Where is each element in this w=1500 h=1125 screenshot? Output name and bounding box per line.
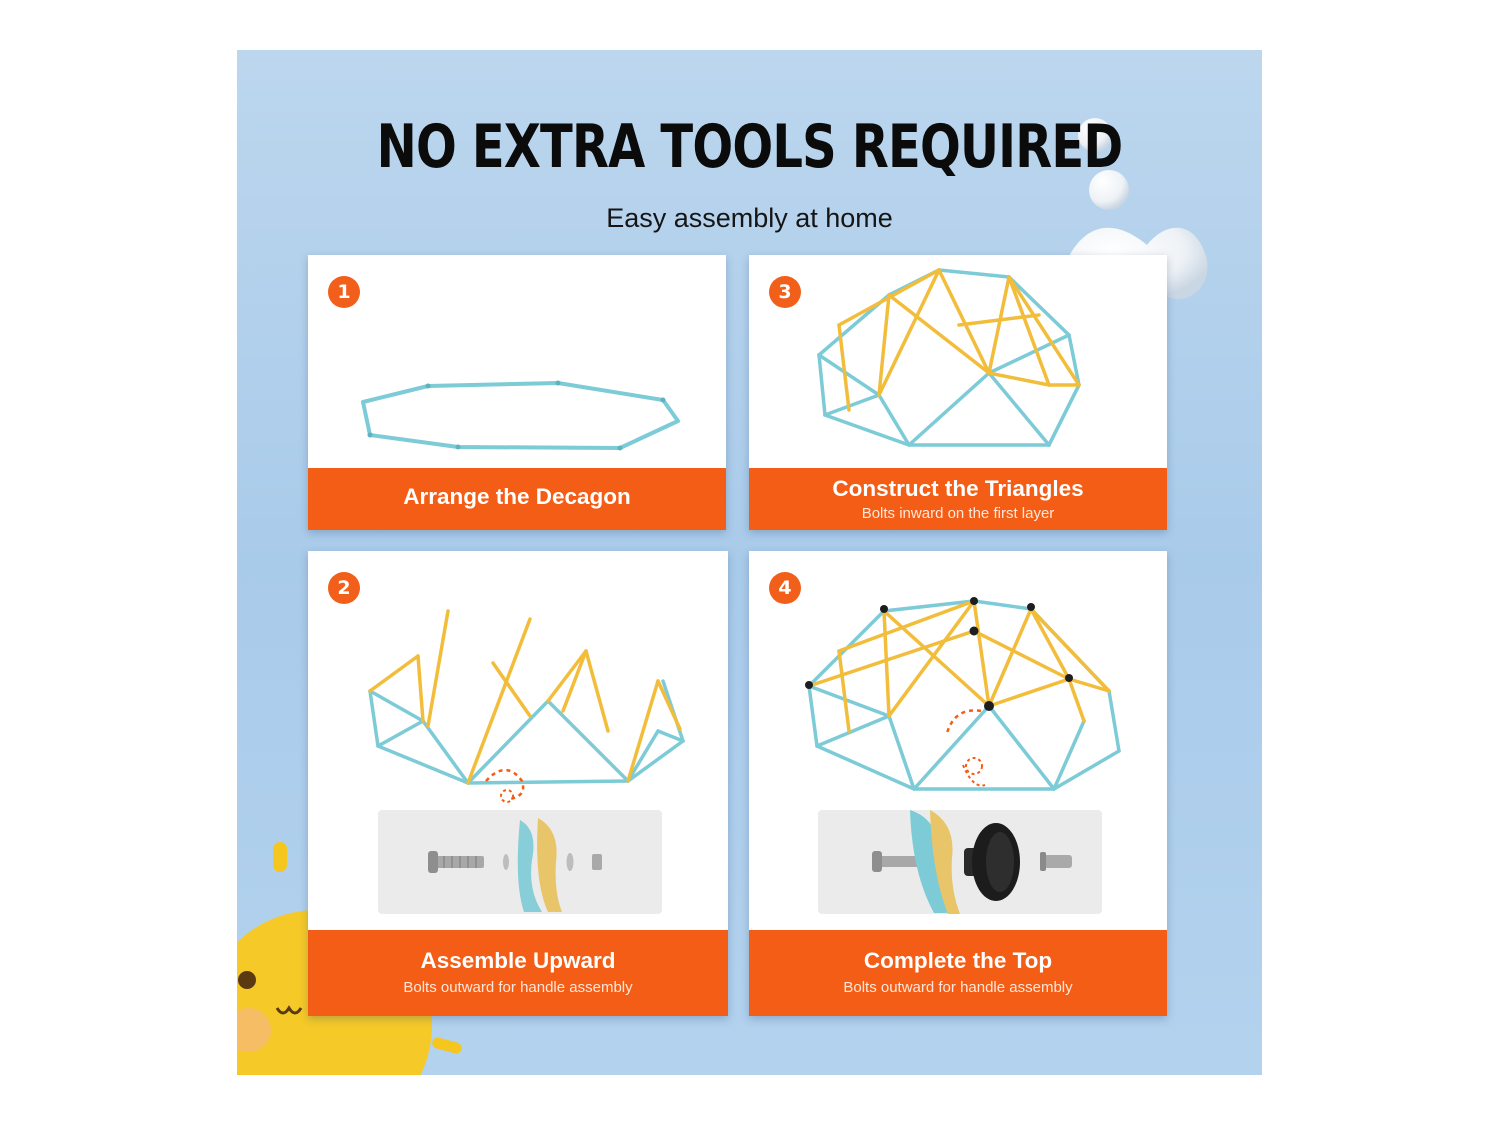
page-subtitle: Easy assembly at home: [606, 203, 893, 233]
complete-dome-illustration: [805, 597, 1121, 791]
step-title: Assemble Upward: [420, 948, 616, 973]
page-title: NO EXTRA TOOLS REQUIRED: [376, 112, 1124, 182]
step-number-badge: 4: [769, 572, 801, 604]
step-note: Bolts outward for handle assembly: [403, 979, 633, 996]
step-caption-band: Construct the Triangles Bolts inward on …: [749, 468, 1167, 530]
step-card-4: 4 Complete the Top Bolts outward for han…: [749, 551, 1167, 1016]
hardware-detail-panel: [378, 810, 662, 914]
product-poster: NO EXTRA TOOLS REQUIRED Easy assembly at…: [237, 50, 1262, 1075]
hardware-detail-panel: [818, 810, 1102, 914]
step-card-2: 2 Assemble Upward Bolts outward for hand…: [308, 551, 728, 1016]
step-number-badge: 2: [328, 572, 360, 604]
step-title: Arrange the Decagon: [403, 484, 631, 509]
step-note: Bolts outward for handle assembly: [843, 979, 1073, 996]
step-caption-band: Assemble Upward Bolts outward for handle…: [308, 930, 728, 1016]
triangles-frame-illustration: [817, 268, 1081, 447]
step-number-badge: 3: [769, 276, 801, 308]
step-number-badge: 1: [328, 276, 360, 308]
step-title: Complete the Top: [863, 948, 1053, 973]
step-caption-band: Complete the Top Bolts outward for handl…: [749, 930, 1167, 1016]
knob-handle-icon: [872, 810, 1072, 914]
step-caption-band: Arrange the Decagon: [308, 468, 726, 530]
upward-frame-illustration: [368, 609, 686, 803]
decagon-base-illustration: [361, 380, 680, 451]
step-note: Bolts inward on the first layer: [861, 505, 1055, 522]
bolt-washer-nut-icon: [428, 818, 602, 912]
step-title: Construct the Triangles: [832, 476, 1084, 501]
step-card-3: 3 Construct the Triangles Bolts inward o…: [749, 255, 1167, 530]
step-card-1: 1 Arrange the Decagon: [308, 255, 726, 530]
